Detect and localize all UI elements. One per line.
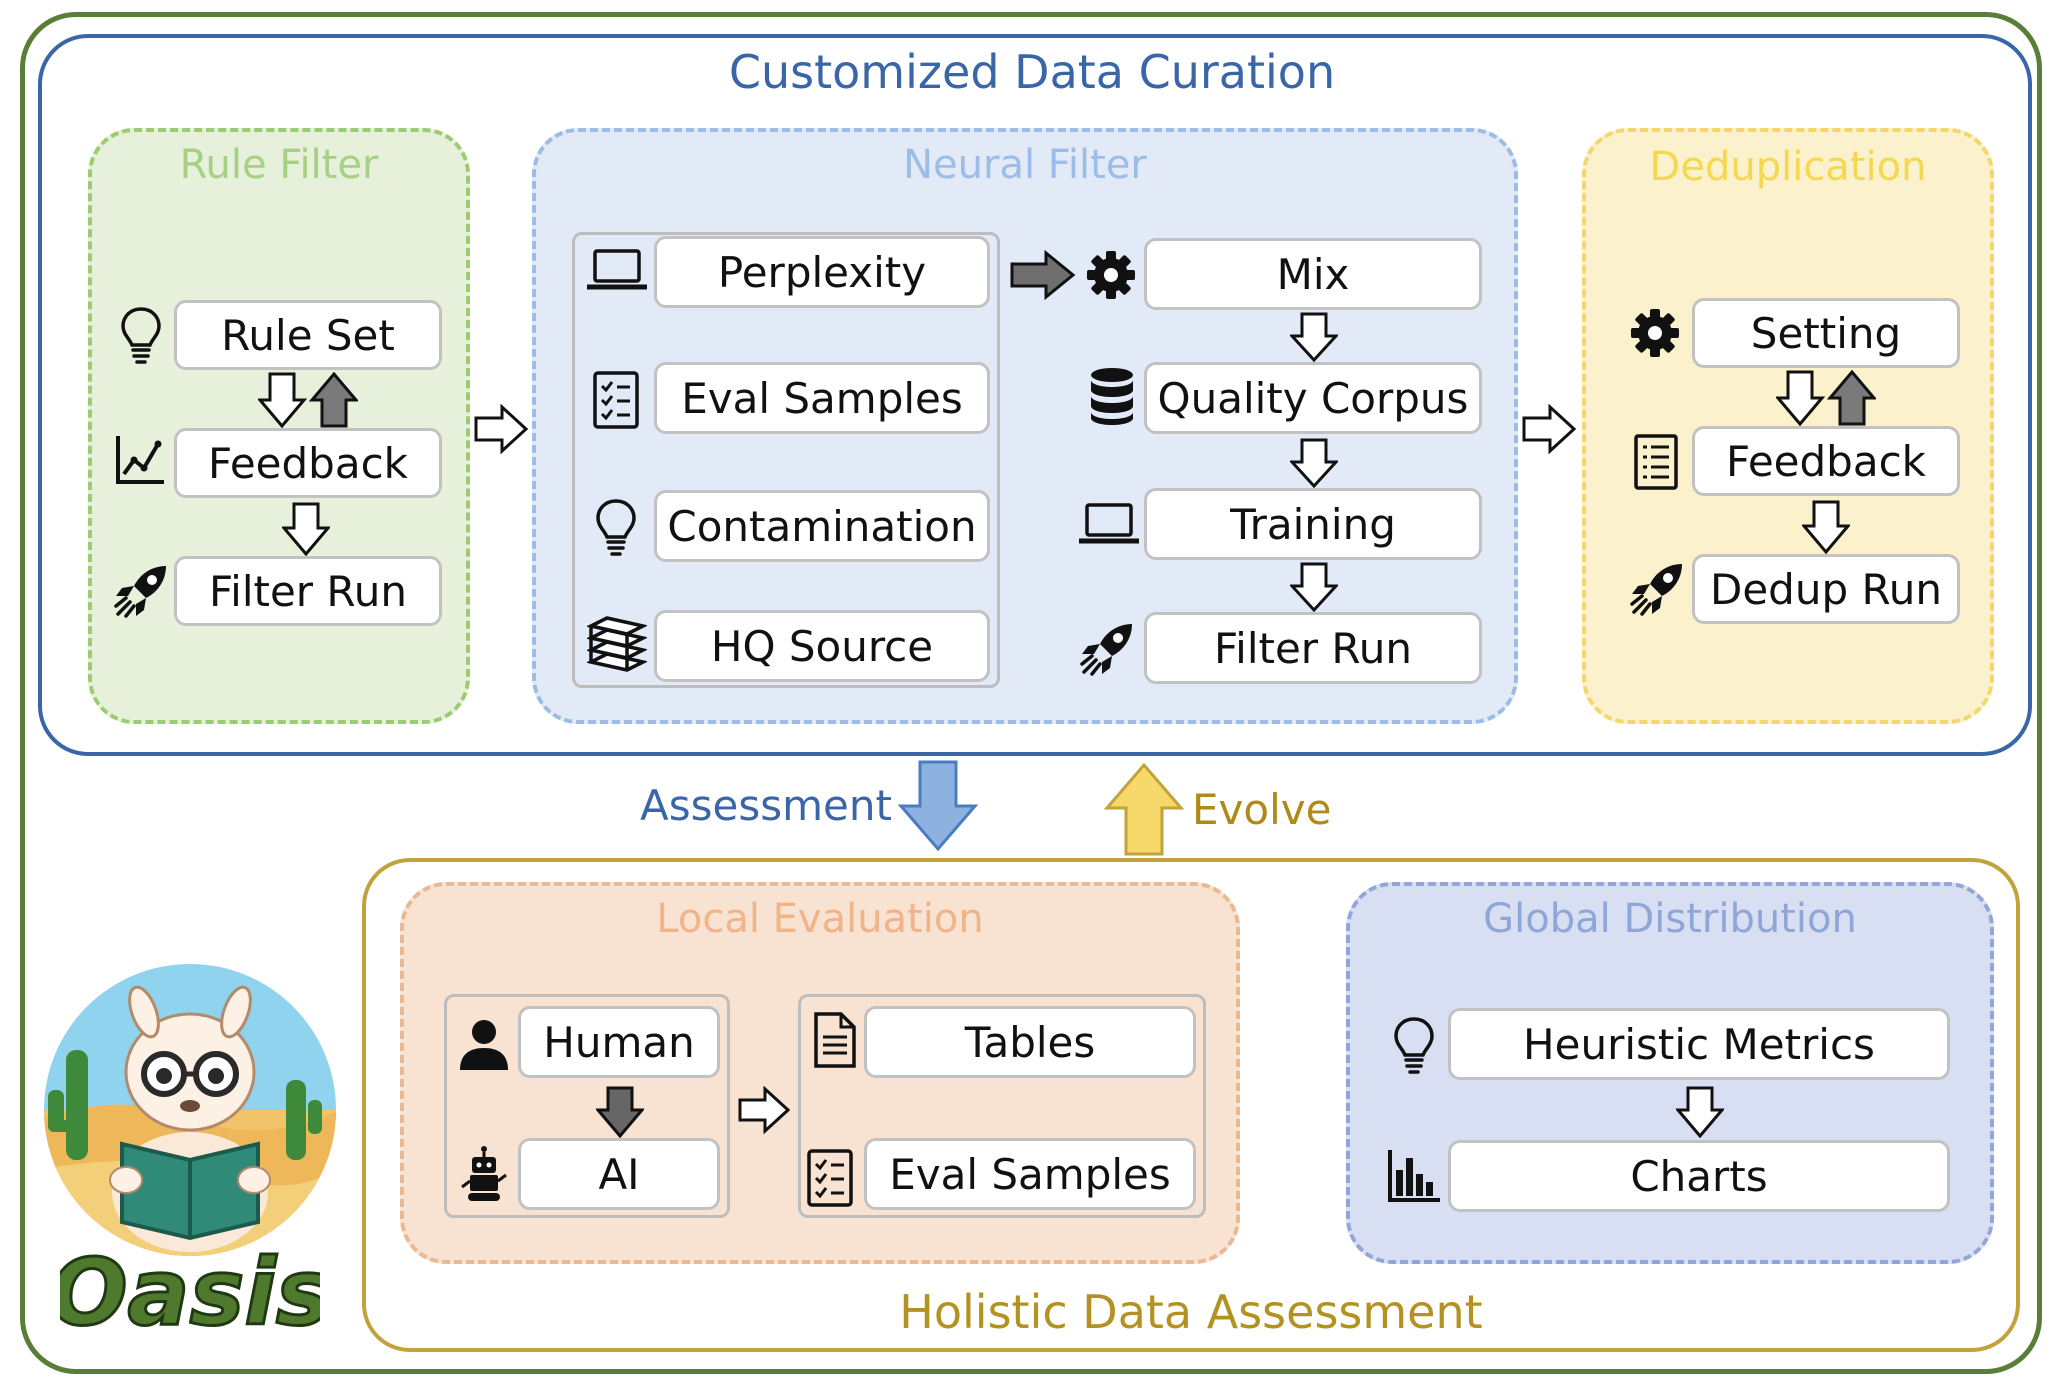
- rocket-icon: [110, 558, 174, 622]
- filter-run-box: Filter Run: [174, 556, 442, 626]
- quality-corpus-box: Quality Corpus: [1144, 362, 1482, 434]
- down-arrow-icon: [1674, 1086, 1726, 1139]
- document-icon: [812, 1010, 858, 1070]
- laptop-icon: [584, 244, 650, 296]
- assessment-label: Assessment: [640, 781, 892, 830]
- gear-icon: [1626, 304, 1684, 362]
- lightbulb-icon: [1388, 1012, 1440, 1078]
- perplexity-box: Perplexity: [654, 236, 990, 308]
- right-arrow-icon: [738, 1085, 791, 1135]
- bidirectional-arrow-icon: [256, 371, 360, 429]
- lightbulb-icon: [590, 494, 642, 560]
- rule-filter-title: Rule Filter: [179, 142, 379, 188]
- checklist-icon: [588, 368, 644, 432]
- rule-set-box: Rule Set: [174, 300, 442, 370]
- lightbulb-icon: [114, 304, 168, 366]
- charts-box: Charts: [1448, 1140, 1950, 1212]
- dedup-feedback-box: Feedback: [1692, 426, 1960, 496]
- right-arrow-icon: [1522, 403, 1577, 455]
- heuristic-metrics-box: Heuristic Metrics: [1448, 1008, 1950, 1080]
- line-chart-icon: [110, 430, 170, 490]
- eval-samples-box: Eval Samples: [654, 362, 990, 434]
- document-list-icon: [1632, 432, 1680, 492]
- oasis-mascot-logo: [40, 960, 340, 1260]
- laptop-icon: [1076, 498, 1142, 550]
- local-eval-samples-box: Eval Samples: [864, 1138, 1196, 1210]
- contamination-box: Contamination: [654, 490, 990, 562]
- checklist-icon: [802, 1146, 858, 1210]
- tables-box: Tables: [864, 1006, 1196, 1078]
- books-icon: [586, 614, 648, 676]
- assessment-arrow-icon: [897, 760, 979, 852]
- dark-down-arrow-icon: [594, 1086, 646, 1139]
- evolve-arrow-icon: [1103, 762, 1185, 856]
- neural-filter-title: Neural Filter: [903, 142, 1147, 188]
- down-arrow-icon: [280, 502, 332, 557]
- gear-icon: [1082, 246, 1140, 304]
- bidirectional-arrow-icon: [1774, 369, 1878, 427]
- down-arrow-icon: [1288, 312, 1340, 363]
- rocket-icon: [1626, 556, 1690, 620]
- feedback-box: Feedback: [174, 428, 442, 498]
- database-icon: [1084, 364, 1140, 428]
- training-box: Training: [1144, 488, 1482, 560]
- oasis-logo-wordmark: Oasis: [48, 1236, 332, 1348]
- neural-filter-run-box: Filter Run: [1144, 612, 1482, 684]
- setting-box: Setting: [1692, 298, 1960, 368]
- holistic-assessment-title: Holistic Data Assessment: [899, 1285, 1483, 1339]
- gray-right-arrow-icon: [1010, 249, 1076, 301]
- outer-frame: [20, 12, 2042, 1374]
- down-arrow-icon: [1800, 500, 1852, 555]
- bar-chart-icon: [1384, 1146, 1444, 1206]
- evolve-label: Evolve: [1192, 785, 1332, 834]
- dedup-run-box: Dedup Run: [1692, 554, 1960, 624]
- deduplication-title: Deduplication: [1649, 144, 1927, 190]
- svg-text:Oasis: Oasis: [60, 1239, 320, 1346]
- right-arrow-icon: [474, 403, 529, 455]
- curation-title: Customized Data Curation: [728, 45, 1336, 99]
- ai-box: AI: [518, 1138, 720, 1210]
- down-arrow-icon: [1288, 562, 1340, 613]
- human-box: Human: [518, 1006, 720, 1078]
- global-distribution-title: Global Distribution: [1483, 896, 1857, 942]
- evaluation-output-group: [798, 994, 1206, 1218]
- robot-icon: [458, 1144, 510, 1204]
- neural-inputs-group: [572, 232, 1000, 688]
- person-icon: [456, 1016, 512, 1074]
- hq-source-box: HQ Source: [654, 610, 990, 682]
- evaluator-group: [444, 994, 730, 1218]
- mix-box: Mix: [1144, 238, 1482, 310]
- local-evaluation-title: Local Evaluation: [656, 896, 984, 942]
- down-arrow-icon: [1288, 438, 1340, 489]
- rocket-icon: [1076, 616, 1140, 680]
